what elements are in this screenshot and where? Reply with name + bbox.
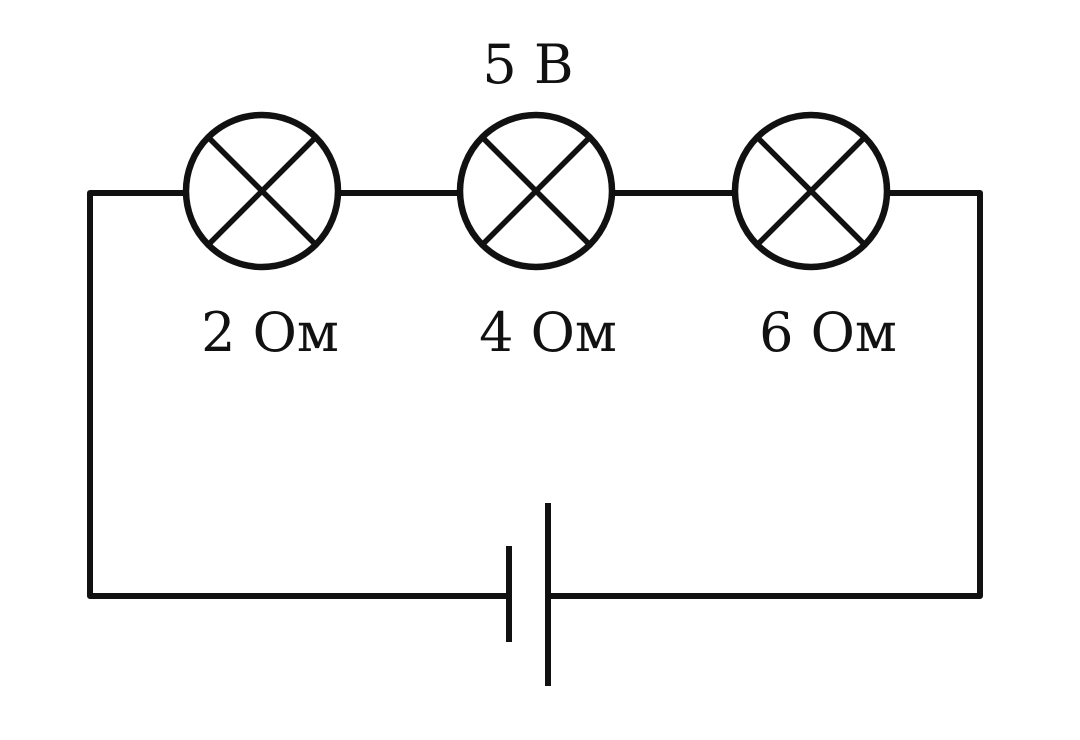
lamp-1-resistance-label: 2 Ом [201,301,339,364]
lamp-2-icon [456,111,616,271]
voltage-label: 5 В [482,33,574,96]
lamp-2-resistance-label: 4 Ом [479,301,617,364]
wire-left-top [87,190,512,599]
lamp-3-icon [731,111,891,271]
battery-icon [506,503,551,686]
lamp-3-resistance-label: 6 Ом [759,301,897,364]
lamp-1-icon [182,111,342,271]
wire-right-top [545,190,983,599]
